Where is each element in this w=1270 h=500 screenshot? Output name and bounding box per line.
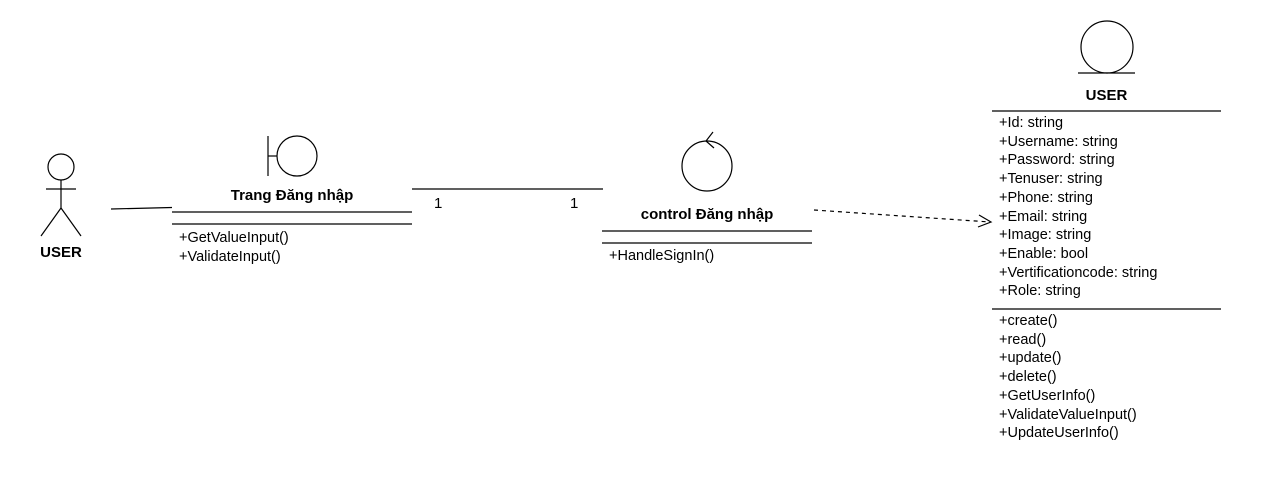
actor-icon [40,153,82,237]
entity-attribute: +Tenuser: string [999,171,1103,188]
entity-method: +UpdateUserInfo() [999,425,1119,442]
entity-attribute: +Enable: bool [999,245,1089,262]
control-class-title: control Đăng nhập [640,206,774,223]
entity-class-title: USER [1085,87,1128,104]
entity-method: +ValidateValueInput() [999,406,1137,423]
entity-class-lines [992,110,1221,310]
entity-attribute: +Id: string [999,115,1064,131]
entity-attribute: +Password: string [999,152,1115,169]
control-icon [681,131,733,192]
boundary-class-lines [172,211,412,225]
entity-attribute: +Phone: string [999,189,1093,206]
entity-attribute: +Image: string [999,227,1092,244]
actor-boundary-link [110,206,173,210]
entity-attribute: +Role: string [999,283,1081,300]
multiplicity-right: 1 [570,195,579,212]
entity-method: +delete() [999,369,1057,386]
entity-attributes: +Id: string +Username: string +Password:… [999,114,1157,301]
entity-method: +GetUserInfo() [999,387,1096,404]
entity-attribute: +Username: string [999,133,1118,150]
boundary-methods: +GetValueInput() +ValidateInput() [179,229,289,266]
boundary-class-title: Trang Đăng nhập [230,187,354,204]
boundary-icon [267,135,318,177]
boundary-method: +GetValueInput() [179,230,289,246]
actor-label: USER [40,244,82,261]
control-method: +HandleSignIn() [609,248,715,264]
entity-attribute: +Vertificationcode: string [999,264,1158,281]
control-methods: +HandleSignIn() [609,247,714,266]
entity-method: +update() [999,350,1062,367]
control-class-lines [602,230,812,244]
multiplicity-left: 1 [434,195,443,212]
entity-method: +read() [999,331,1047,348]
entity-method: +create() [999,313,1058,329]
entity-attribute: +Email: string [999,208,1088,225]
entity-methods: +create() +read() +update() +delete() +G… [999,312,1137,443]
dependency-arrow [813,209,993,228]
entity-icon [1078,20,1135,74]
boundary-method: +ValidateInput() [179,248,281,265]
